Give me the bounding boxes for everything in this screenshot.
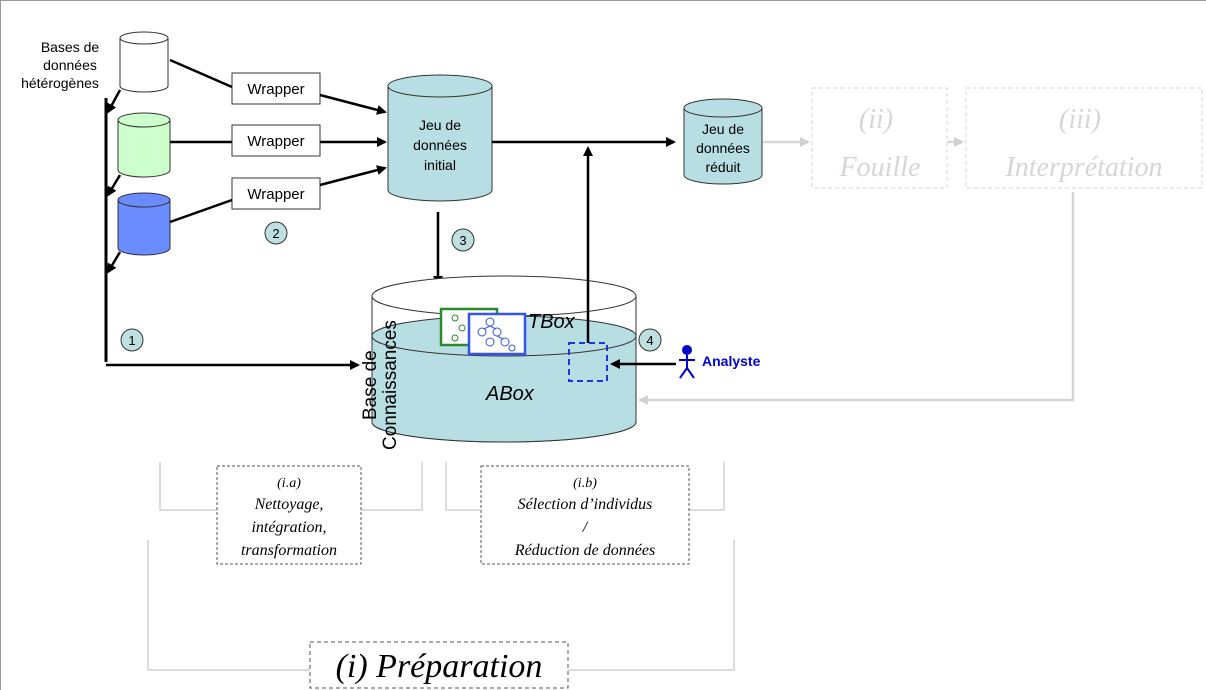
- reduced-dataset-line2: données: [696, 140, 750, 156]
- phase-ia-line1: Nettoyage,: [254, 496, 324, 513]
- tbox-label: TBox: [528, 311, 576, 333]
- wrapper-label-2: Wrapper: [247, 133, 304, 150]
- sources-label-line3: hétérogènes: [21, 75, 99, 91]
- wrapper-box-1: Wrapper: [231, 72, 321, 105]
- sources-label-line1: Bases de: [41, 39, 100, 55]
- phase-ia-line3: transformation: [241, 542, 337, 559]
- phase-i-label: (i) Préparation: [336, 648, 543, 685]
- interpretation-num: (iii): [1059, 104, 1101, 135]
- reduced-dataset-line1: Jeu de: [702, 121, 744, 137]
- step-3-label: 3: [459, 233, 466, 248]
- sources-label-line2: données: [43, 57, 97, 73]
- initial-dataset-line2: données: [413, 137, 467, 153]
- mining-label: Fouille: [839, 152, 921, 183]
- step-4-label: 4: [646, 333, 653, 348]
- selection-box: [568, 342, 608, 382]
- line-src1-wrapper: [169, 58, 233, 89]
- step-3-badge: 3: [451, 228, 475, 252]
- knowledge-base-cylinder: [371, 275, 637, 443]
- analyst-label: Analyste: [702, 353, 761, 369]
- phase-i-box: (i) Préparation: [309, 641, 569, 689]
- initial-dataset-line3: initial: [424, 157, 456, 173]
- interpretation-box: (iii) Interprétation: [965, 87, 1203, 189]
- analyst-icon: [679, 345, 695, 379]
- phase-ib-line3: Réduction de données: [514, 542, 655, 559]
- ontology-blue-icon: [467, 312, 527, 356]
- wrapper-box-2: Wrapper: [231, 124, 321, 157]
- phase-ib-line2: /: [582, 519, 589, 536]
- interpretation-label: Interprétation: [1004, 152, 1162, 183]
- step-4-badge: 4: [638, 328, 662, 352]
- step-1-label: 1: [128, 333, 135, 348]
- reduced-dataset-cylinder: Jeu de données réduit: [683, 98, 763, 185]
- step-1-badge: 1: [120, 328, 144, 352]
- wrapper-box-3: Wrapper: [231, 177, 321, 210]
- arrow-src2: [106, 174, 122, 197]
- phase-ib-line1: Sélection d’individus: [518, 496, 653, 513]
- kb-side-label-line1: Base de: [360, 350, 381, 420]
- reduced-dataset-line3: réduit: [705, 159, 740, 175]
- phase-ia-line2: intégration,: [251, 519, 326, 536]
- abox-label: ABox: [485, 383, 535, 405]
- initial-dataset-cylinder: Jeu de données initial: [387, 74, 493, 202]
- line-src3-wrapper: [169, 198, 233, 224]
- step-2-badge: 2: [264, 221, 288, 245]
- arrow-wrapper3-initial: [319, 165, 387, 187]
- arrow-wrapper1-initial: [319, 93, 387, 115]
- step-2-label: 2: [272, 226, 279, 241]
- wrapper-label-1: Wrapper: [247, 81, 304, 98]
- source-database-green: [117, 112, 171, 178]
- phase-ia-num: (i.a): [277, 476, 301, 491]
- kb-side-label-line2: Connaissances: [380, 320, 401, 450]
- arrow-src3: [106, 251, 122, 274]
- mining-num: (ii): [859, 104, 893, 135]
- arrow-src1: [106, 89, 122, 114]
- wrapper-label-3: Wrapper: [247, 186, 304, 203]
- source-database-blue: [117, 192, 171, 256]
- mining-box: (ii) Fouille: [811, 87, 948, 189]
- phase-ib-box: (i.b) Sélection d’individus / Réduction …: [480, 465, 690, 565]
- feedback-arrow: [638, 192, 1075, 405]
- source-database-white: [119, 31, 169, 93]
- initial-dataset-line1: Jeu de: [419, 117, 461, 133]
- phase-ia-box: (i.a) Nettoyage, intégration, transforma…: [216, 465, 362, 565]
- phase-ib-num: (i.b): [573, 476, 597, 491]
